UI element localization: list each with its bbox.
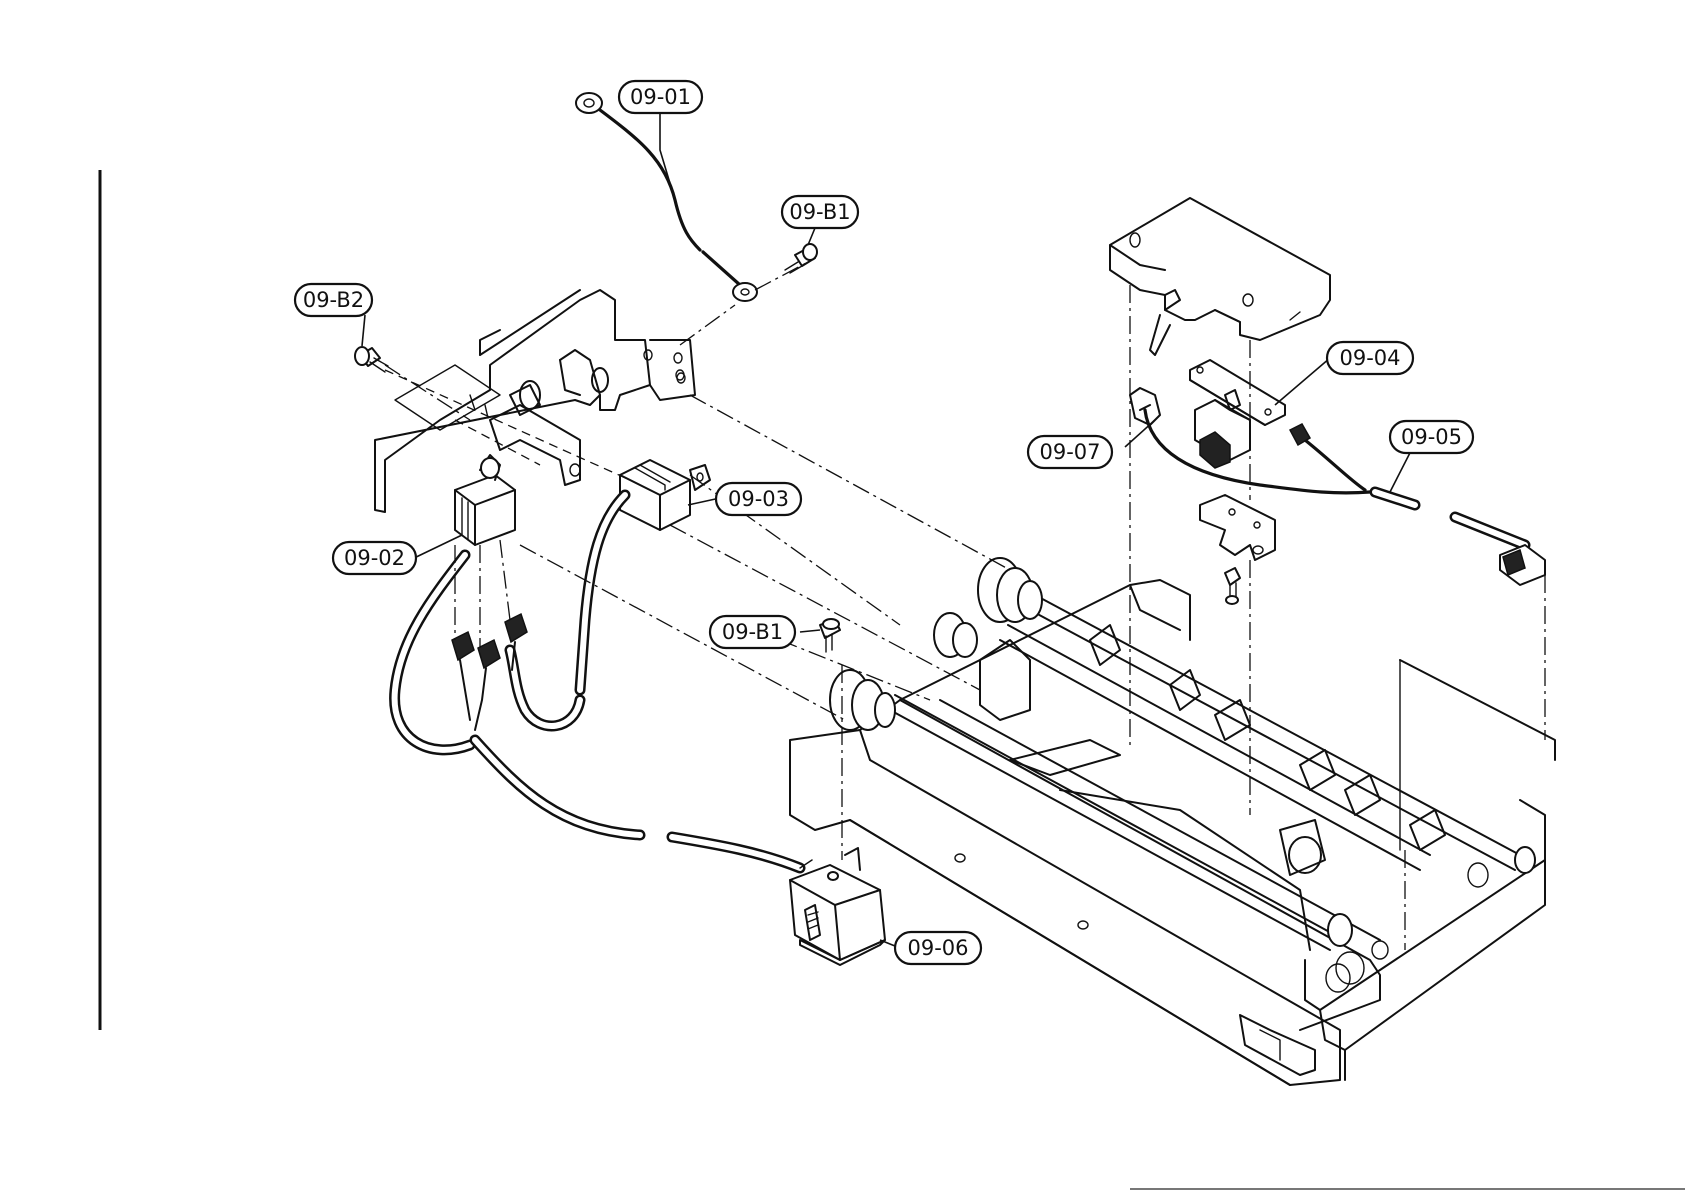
callout-09-b2: 09-B2 xyxy=(295,284,372,316)
ground-wire-09-01 xyxy=(576,93,757,301)
paper-feed-chassis xyxy=(790,580,1555,1085)
callout-09-03-label: 09-03 xyxy=(728,487,789,511)
screw-09-b1-top xyxy=(785,244,817,273)
screw-09-b1-middle xyxy=(820,619,840,652)
callout-09-b1-top: 09-B1 xyxy=(782,196,858,228)
sensor-switch-09-06 xyxy=(790,848,885,965)
callout-09-b1-top-label: 09-B1 xyxy=(789,200,850,224)
callout-09-06: 09-06 xyxy=(895,932,981,964)
solenoid-09-02 xyxy=(455,455,515,545)
feed-roller-shafts xyxy=(830,558,1535,950)
callout-09-06-label: 09-06 xyxy=(907,936,968,960)
callout-09-b1-middle: 09-B1 xyxy=(710,616,795,648)
callout-09-04-label: 09-04 xyxy=(1339,346,1400,370)
callout-09-01-label: 09-01 xyxy=(630,85,691,109)
sensor-mount-bracket xyxy=(1200,495,1275,604)
solenoid-09-03 xyxy=(620,460,710,530)
callout-09-01: 09-01 xyxy=(619,81,702,113)
callout-09-05: 09-05 xyxy=(1390,421,1473,453)
callout-09-03: 09-03 xyxy=(716,483,801,515)
screw-09-b2 xyxy=(355,347,388,372)
callout-09-07: 09-07 xyxy=(1028,436,1112,468)
callout-09-b2-label: 09-B2 xyxy=(303,288,364,312)
callout-09-02: 09-02 xyxy=(333,542,416,574)
callout-09-05-label: 09-05 xyxy=(1401,425,1462,449)
callout-09-07-label: 09-07 xyxy=(1039,440,1100,464)
callout-09-02-label: 09-02 xyxy=(344,546,405,570)
callout-09-b1-middle-label: 09-B1 xyxy=(722,620,783,644)
sensor-cover-housing xyxy=(1110,198,1330,355)
callout-09-04: 09-04 xyxy=(1327,342,1413,374)
